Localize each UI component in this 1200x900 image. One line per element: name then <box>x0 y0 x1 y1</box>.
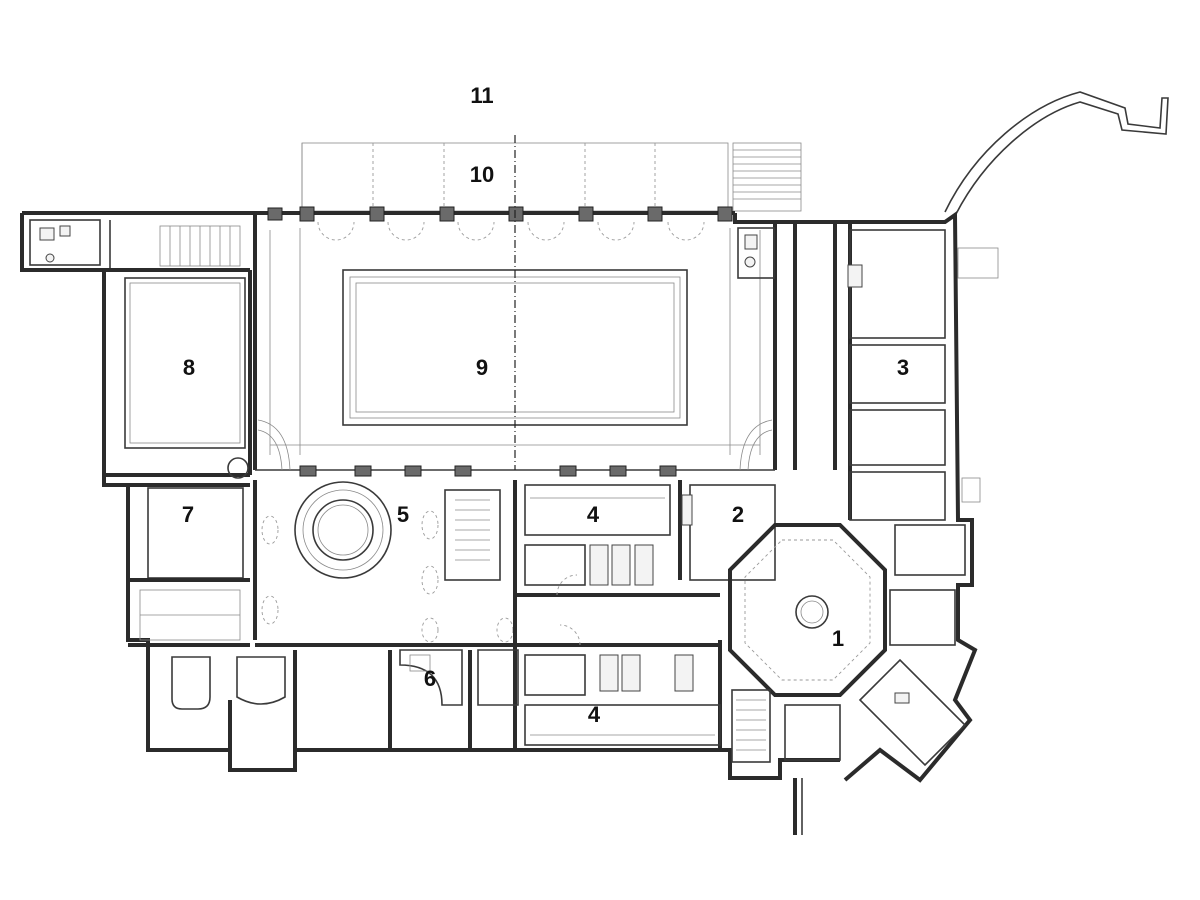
room-label-1: 1 <box>832 626 844 651</box>
room-label-4-bottom: 4 <box>588 702 601 727</box>
rotunda <box>728 523 967 767</box>
room-label-2: 2 <box>732 502 744 527</box>
right-wing <box>681 222 999 581</box>
room-label-10: 10 <box>470 162 494 187</box>
room-label-6: 6 <box>424 666 436 691</box>
terrace <box>301 142 802 212</box>
room-label-8: 8 <box>183 355 195 380</box>
room-label-11: 11 <box>470 83 493 108</box>
room-label-3: 3 <box>897 355 909 380</box>
colonnade-piers <box>267 206 733 222</box>
hall-5 <box>253 480 515 647</box>
garden-wall <box>944 91 1169 215</box>
room-label-9: 9 <box>476 355 488 380</box>
left-wing <box>29 219 472 770</box>
room-label-4-top: 4 <box>587 502 600 527</box>
room-label-7: 7 <box>182 502 194 527</box>
room-6-area <box>399 649 519 706</box>
room-label-5: 5 <box>397 502 409 527</box>
room-labels: 1 2 3 4 4 5 6 7 8 9 10 11 <box>182 83 909 727</box>
colonnade-door-swings <box>317 221 705 241</box>
